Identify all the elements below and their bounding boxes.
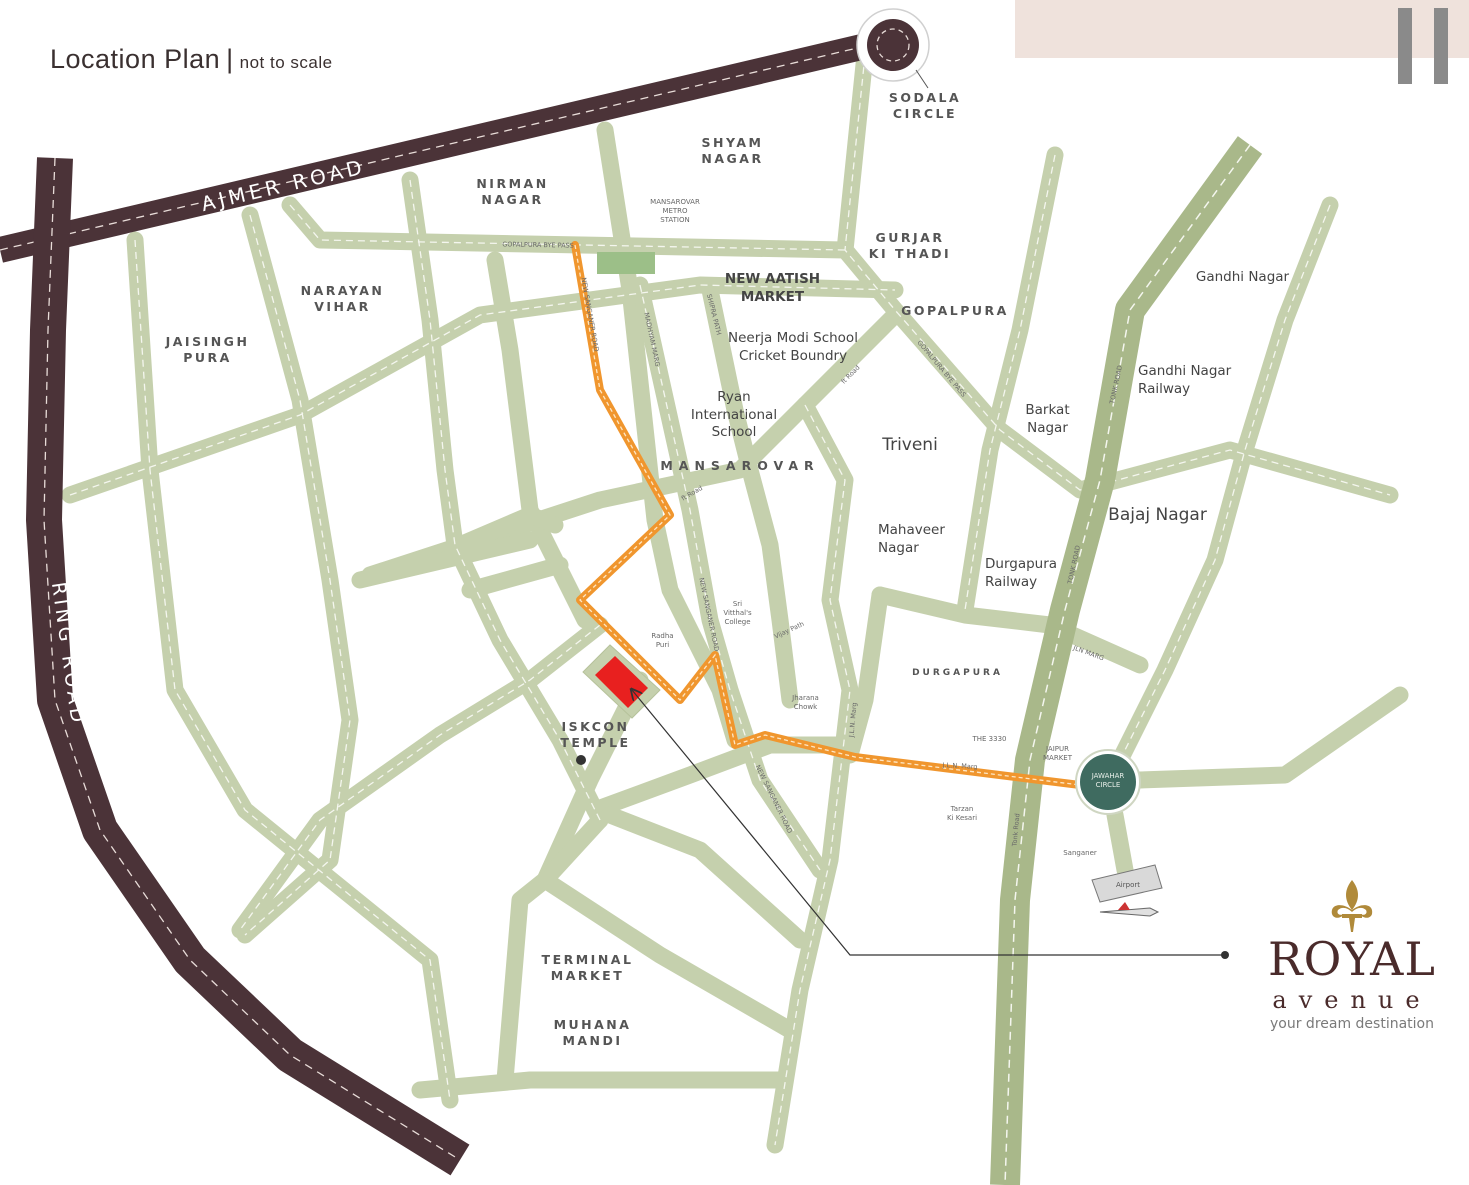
label-gandhi-nagar-railway: Gandhi Nagar Railway (1138, 363, 1232, 397)
title-subtitle: not to scale (239, 53, 333, 72)
label-gopalpura: GOPALPURA (901, 303, 1009, 318)
label-sodala-circle: SODALA CIRCLE (888, 90, 962, 122)
label-durgapura-railway: Durgapura Railway (985, 556, 1058, 590)
logo-tagline: your dream destination (1270, 1016, 1434, 1032)
route-path (571, 241, 1084, 789)
fleur-de-lis-icon (1331, 880, 1373, 932)
label-neerja-modi: Neerja Modi School Cricket Boundry (728, 330, 858, 364)
label-sanganer: Sanganer (1063, 849, 1097, 857)
label-shyam-nagar: SHYAM NAGAR (701, 135, 764, 167)
airport-label: Airport (1116, 881, 1140, 889)
gopalpura-bypass-label: GOPALPURA BYE PASS (502, 240, 574, 249)
sodala-circle-marker (856, 8, 930, 89)
label-mansarovar: MANSAROVAR (660, 458, 820, 473)
jln-marg-label: J.L.N. Marg (941, 761, 977, 771)
iskcon-dot (576, 755, 586, 765)
royal-avenue-logo: ROYAL avenue your dream destination (1236, 876, 1468, 1032)
label-jawahar-circle: JAWAHAR CIRCLE (1091, 772, 1125, 790)
label-jharana-chowk: Jharana Chowk (792, 694, 819, 712)
gopalpura-bye-pass-2-label: GOPALPURA BYE PASS (915, 339, 967, 399)
new-sanganer-road-3-label: NEW SANGANER ROAD (754, 764, 794, 835)
label-tarzan: Tarzan Ki Kesari (946, 805, 978, 823)
label-barkat-nagar: Barkat Nagar (1025, 402, 1070, 436)
label-gurjar-ki-thadi: GURJAR KI THADI (868, 230, 952, 262)
label-radha-puri: Radha Puri (651, 632, 674, 650)
label-triveni: Triveni (882, 435, 938, 455)
label-sri-vitthals: Sri Vitthal's College (723, 600, 752, 627)
header-band (1015, 0, 1469, 58)
header-bar-left (1398, 8, 1412, 84)
metro-station-park (597, 252, 655, 274)
tonk-road-low-label: Tonk Road (1010, 813, 1021, 848)
label-nirman-nagar: NIRMAN NAGAR (476, 176, 549, 208)
label-narayan-vihar: NARAYAN VIHAR (300, 283, 385, 315)
label-gandhi-nagar: Gandhi Nagar (1195, 269, 1290, 285)
vertical-road-label: J.L.N. Marg (847, 702, 858, 739)
label-durgapura: DURGAPURA (912, 668, 1003, 678)
logo-avenue: avenue (1272, 986, 1432, 1014)
ring-road (26, 157, 470, 1176)
label-muhana-mandi: MUHANA MANDI (553, 1017, 632, 1049)
ajmer-road (0, 32, 873, 263)
secondary-road-centerlines (69, 54, 1391, 1146)
label-jaipur-market: JAIPUR MARKET (1043, 745, 1072, 763)
label-terminal-market: TERMINAL MARKET (541, 952, 634, 984)
plot-marker (582, 644, 661, 719)
page-title: Location Plan| not to scale (50, 44, 333, 75)
pointer-line (632, 690, 1229, 959)
label-ryan-school: Ryan International School (690, 389, 778, 441)
title-separator: | (226, 44, 234, 74)
label-jaisingh-pura: JAISINGH PURA (165, 334, 250, 366)
label-new-aatish-market: NEW AATISH MARKET (724, 271, 821, 305)
label-iskcon-temple: ISKCON TEMPLE (560, 719, 631, 751)
label-mansarovar-metro: MANSAROVAR METRO STATION (650, 198, 700, 225)
label-mahaveer-nagar: Mahaveer Nagar (878, 522, 945, 556)
tonk-road (990, 136, 1263, 1185)
airport-icon: Airport (1091, 864, 1163, 917)
title-main: Location Plan (50, 44, 221, 74)
header-bar-right (1434, 8, 1448, 84)
label-tonk-road-junction: THE 3330 (972, 735, 1007, 743)
logo-royal: ROYAL (1268, 932, 1436, 986)
jawahar-circle-marker (1075, 749, 1141, 815)
label-bajaj-nagar: Bajaj Nagar (1108, 505, 1207, 525)
